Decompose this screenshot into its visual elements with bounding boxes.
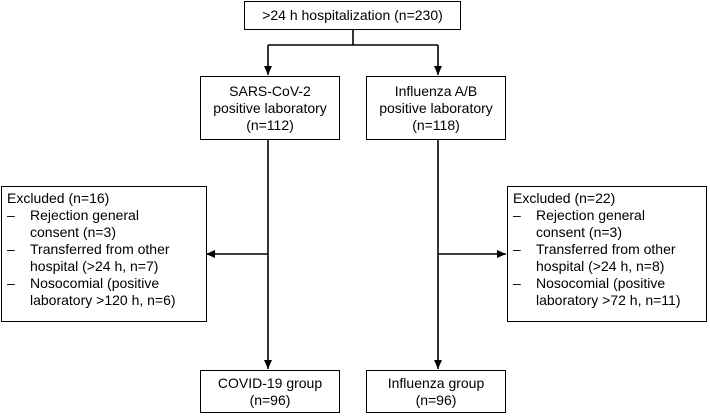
bullet-dash: – (7, 241, 15, 257)
excluded-right-item: – Rejection general consent (n=3) (513, 207, 702, 241)
item-line: consent (n=3) (30, 224, 116, 240)
excluded-left-list: – Rejection general consent (n=3) – Tran… (7, 207, 202, 309)
total-hospitalization-text: >24 h hospitalization (n=230) (262, 7, 443, 23)
total-hospitalization-box: >24 h hospitalization (n=230) (244, 1, 461, 30)
item-line: Nosocomial (positive (30, 275, 160, 291)
excluded-left-item: – Nosocomial (positive laboratory >120 h… (7, 275, 202, 309)
sars-cov-2-box: SARS-CoV-2 positive laboratory (n=112) (200, 76, 340, 140)
item-line: Nosocomial (positive (536, 275, 666, 291)
excluded-left-box: Excluded (n=16) – Rejection general cons… (1, 186, 207, 322)
item-line: laboratory >120 h, n=6) (30, 292, 176, 308)
item-line: laboratory >72 h, n=11) (536, 292, 681, 308)
bullet-dash: – (513, 241, 521, 257)
item-line: Transferred from other (536, 241, 676, 257)
excluded-right-item: – Nosocomial (positive laboratory >72 h,… (513, 275, 702, 309)
influenza-line-3: (n=118) (412, 116, 460, 133)
bullet-dash: – (513, 275, 521, 291)
sars-line-3: (n=112) (246, 116, 294, 133)
sars-line-1: SARS-CoV-2 (229, 82, 311, 99)
covid-group-line-2: (n=96) (249, 391, 291, 408)
excluded-right-item: – Transferred from other hospital (>24 h… (513, 241, 702, 275)
item-line: Transferred from other (30, 241, 170, 257)
excluded-right-box: Excluded (n=22) – Rejection general cons… (507, 186, 707, 322)
bullet-dash: – (513, 207, 521, 223)
influenza-box: Influenza A/B positive laboratory (n=118… (366, 76, 506, 140)
excluded-left-title: Excluded (n=16) (7, 190, 110, 206)
covid-group-box: COVID-19 group (n=96) (200, 370, 340, 413)
excluded-left-item: – Rejection general consent (n=3) (7, 207, 202, 241)
excluded-right-list: – Rejection general consent (n=3) – Tran… (513, 207, 702, 309)
covid-group-line-1: COVID-19 group (217, 374, 323, 391)
sars-line-2: positive laboratory (213, 99, 327, 116)
bullet-dash: – (7, 207, 15, 223)
influenza-group-box: Influenza group (n=96) (366, 370, 506, 413)
influenza-group-line-2: (n=96) (415, 391, 457, 408)
bullet-dash: – (7, 275, 15, 291)
item-line: Rejection general (30, 207, 139, 223)
item-line: hospital (>24 h, n=8) (536, 258, 665, 274)
influenza-line-1: Influenza A/B (394, 82, 478, 99)
influenza-line-2: positive laboratory (379, 99, 493, 116)
item-line: Rejection general (536, 207, 645, 223)
influenza-group-line-1: Influenza group (387, 374, 485, 391)
item-line: consent (n=3) (536, 224, 622, 240)
excluded-right-title: Excluded (n=22) (513, 190, 616, 206)
excluded-left-item: – Transferred from other hospital (>24 h… (7, 241, 202, 275)
item-line: hospital (>24 h, n=7) (30, 258, 159, 274)
